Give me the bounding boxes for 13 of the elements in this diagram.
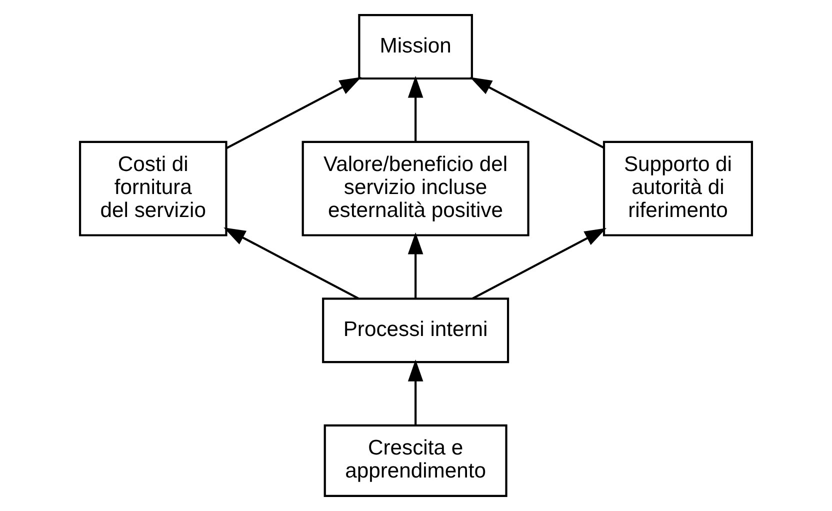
arrow xyxy=(408,232,424,299)
arrow xyxy=(472,228,607,300)
arrow xyxy=(224,227,360,300)
arrow xyxy=(408,76,424,142)
node-box: Processi interni xyxy=(322,298,510,364)
node-box: Crescita e apprendimento xyxy=(324,424,508,497)
node-box: Costi di fornitura del servizio xyxy=(78,140,228,236)
node-box: Mission xyxy=(358,14,473,80)
arrow xyxy=(408,360,424,425)
node-box: Supporto di autorità di riferimento xyxy=(602,140,754,236)
node-box: Valore/beneficio del servizio incluse esternalità positive xyxy=(302,140,530,236)
arrow xyxy=(470,77,604,148)
arrow xyxy=(226,77,362,150)
